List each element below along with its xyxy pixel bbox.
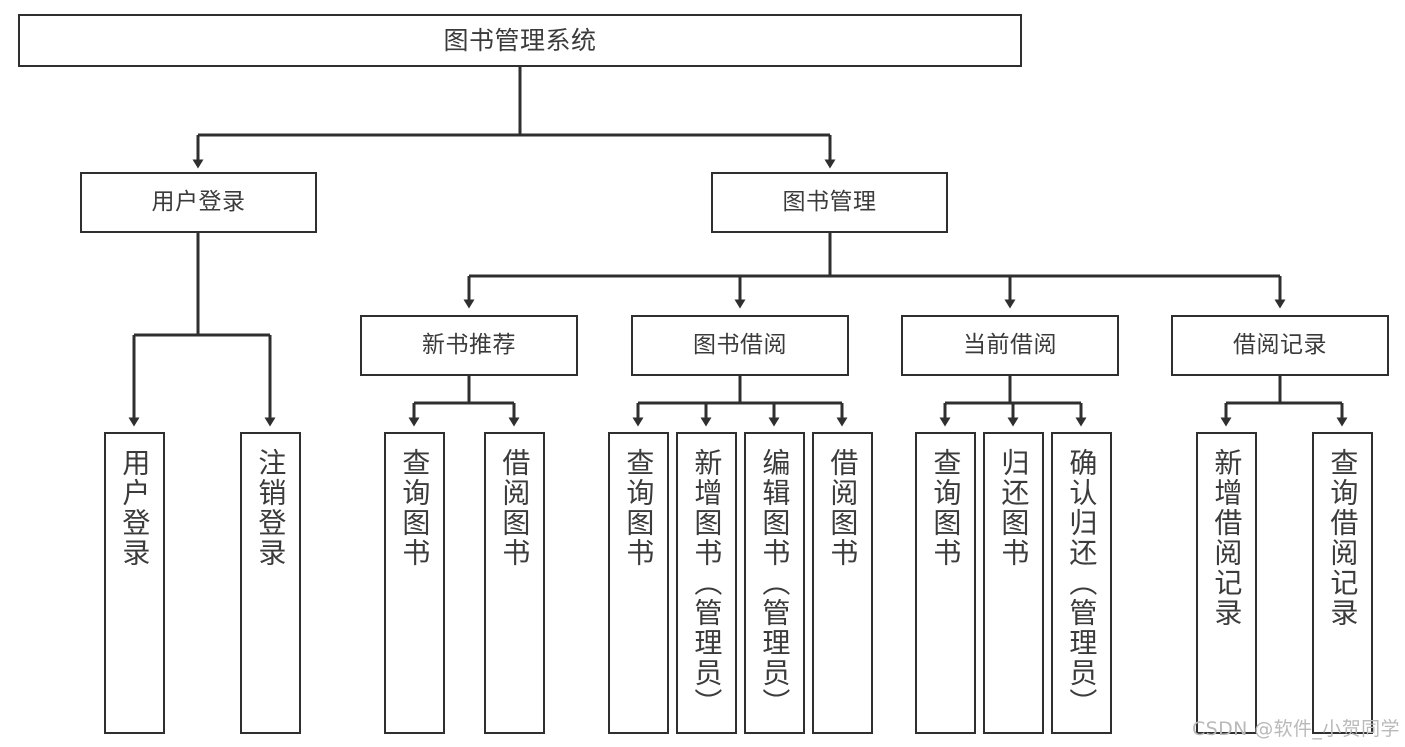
node-label: 注销登录 (254, 448, 288, 568)
node-label: 新书推荐 (422, 331, 516, 358)
node-label: 用户登录 (151, 188, 246, 215)
leaf-recommend-borrow-book[interactable]: 借阅图书 (484, 432, 545, 734)
node-label: 查询借阅记录 (1326, 448, 1360, 628)
node-label: 查询图书 (398, 448, 432, 568)
node-label: 当前借阅 (963, 331, 1057, 358)
leaf-current-confirm-return[interactable]: 确认归还（管理员） (1051, 432, 1112, 734)
node-label: 借阅记录 (1233, 331, 1327, 358)
leaf-user-logout[interactable]: 注销登录 (240, 432, 301, 734)
node-label: 借阅图书 (498, 448, 532, 568)
node-label: 图书借阅 (693, 331, 787, 358)
node-label: 借阅图书 (826, 448, 860, 568)
node-book-management[interactable]: 图书管理 (711, 172, 948, 233)
leaf-record-add[interactable]: 新增借阅记录 (1196, 432, 1257, 734)
node-label: 归还图书 (997, 448, 1031, 568)
node-label: 新增借阅记录 (1210, 448, 1244, 628)
node-book-borrow[interactable]: 图书借阅 (631, 315, 849, 376)
node-root-system[interactable]: 图书管理系统 (18, 14, 1022, 67)
node-label: 查询图书 (929, 448, 963, 568)
node-label: 用户登录 (118, 448, 152, 568)
leaf-record-query[interactable]: 查询借阅记录 (1312, 432, 1373, 734)
leaf-borrow-borrow-book[interactable]: 借阅图书 (812, 432, 873, 734)
leaf-current-query-book[interactable]: 查询图书 (915, 432, 976, 734)
node-label: 查询图书 (622, 448, 656, 568)
leaf-borrow-add-book[interactable]: 新增图书（管理员） (676, 432, 737, 734)
node-label: 图书管理 (782, 188, 877, 215)
node-new-book-recommend[interactable]: 新书推荐 (360, 315, 578, 376)
csdn-watermark: CSDN @软件_小贺同学 (1192, 718, 1400, 740)
node-label: 新增图书（管理员） (690, 448, 724, 718)
node-label: 图书管理系统 (443, 25, 597, 55)
leaf-recommend-query-book[interactable]: 查询图书 (384, 432, 445, 734)
leaf-current-return-book[interactable]: 归还图书 (983, 432, 1044, 734)
leaf-borrow-edit-book[interactable]: 编辑图书（管理员） (744, 432, 805, 734)
node-label: 确认归还（管理员） (1065, 448, 1099, 718)
leaf-borrow-query-book[interactable]: 查询图书 (608, 432, 669, 734)
leaf-user-login[interactable]: 用户登录 (104, 432, 165, 734)
node-label: 编辑图书（管理员） (758, 448, 792, 718)
node-user-login[interactable]: 用户登录 (80, 172, 317, 233)
node-borrow-record[interactable]: 借阅记录 (1171, 315, 1389, 376)
node-current-borrow[interactable]: 当前借阅 (901, 315, 1119, 376)
